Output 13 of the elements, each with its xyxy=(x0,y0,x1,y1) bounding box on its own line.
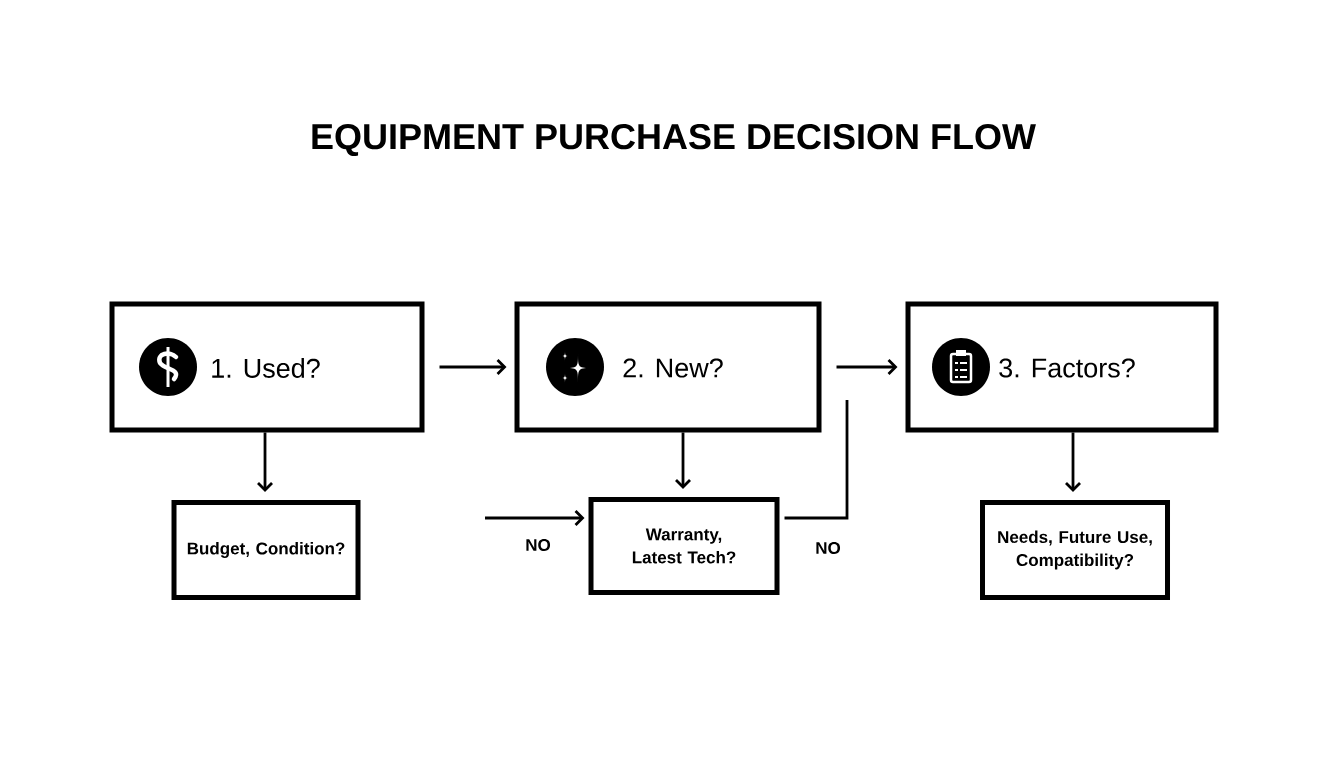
arrow xyxy=(439,359,507,375)
question-box: Warranty, Latest Tech? xyxy=(588,497,780,595)
process-box: 3. Factors? xyxy=(905,301,1219,433)
arrow xyxy=(675,432,691,489)
arrow xyxy=(485,510,585,526)
process-box: 1. Used? xyxy=(109,301,425,433)
process-box: 2. New? xyxy=(514,301,822,433)
arrow xyxy=(836,359,898,375)
arrow xyxy=(1065,432,1081,492)
question-box: Budget, Condition? xyxy=(171,500,361,600)
arrow xyxy=(257,432,273,492)
title: EQUIPMENT PURCHASE DECISION FLOW xyxy=(312,123,1036,157)
question-box: Needs, Future Use, Compatibility? xyxy=(980,500,1170,600)
